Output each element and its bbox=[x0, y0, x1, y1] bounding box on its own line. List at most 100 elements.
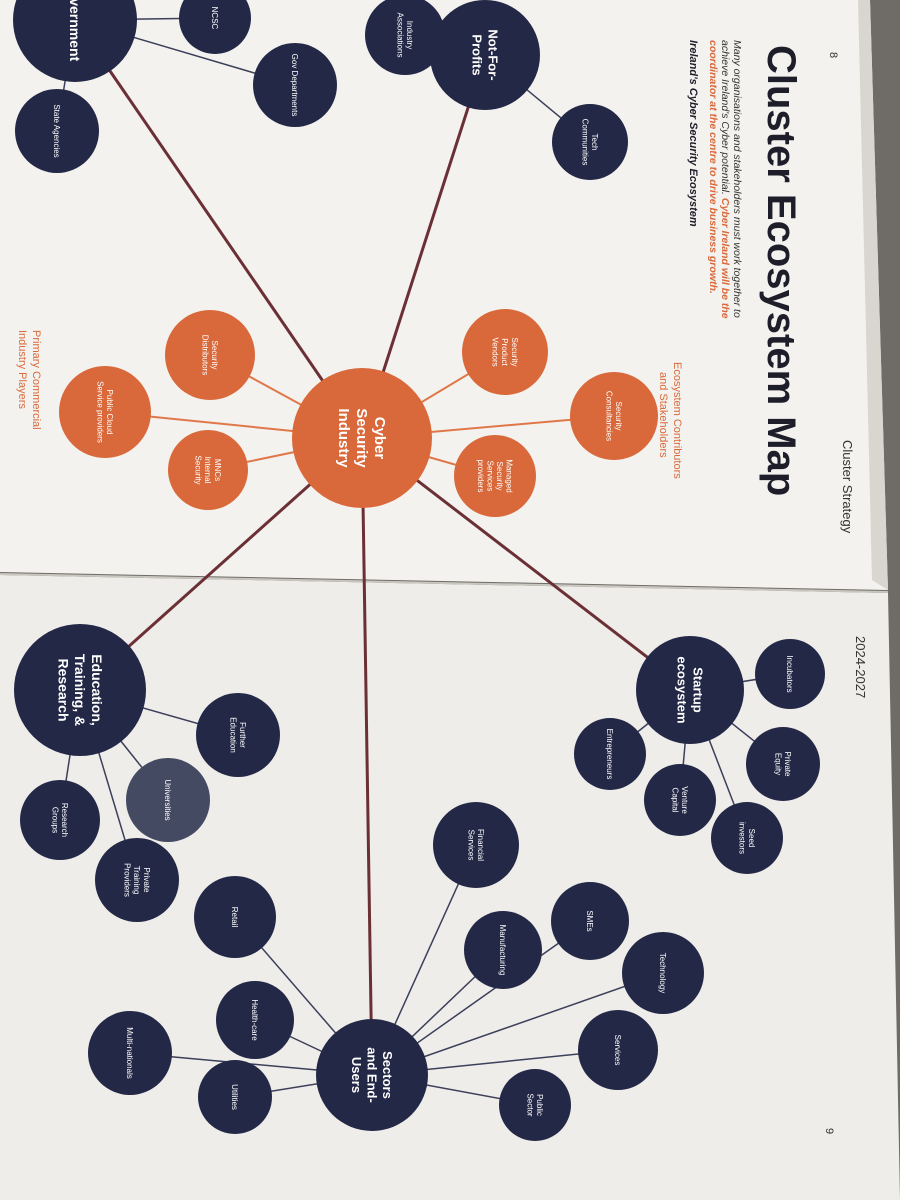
node-sectors: Sectorsand End-Users bbox=[316, 1019, 428, 1131]
node-label-public-cloud: Public CloudService providers bbox=[95, 381, 114, 443]
node-label-smes: SMEs bbox=[585, 910, 594, 931]
node-label-ncsc: NCSC bbox=[210, 7, 219, 30]
node-circle-multinationals bbox=[88, 1011, 172, 1095]
legend-players-1: Primary Commercial bbox=[30, 330, 42, 430]
page-number-right: 9 bbox=[823, 1128, 835, 1134]
node-label-retail: Retail bbox=[230, 907, 239, 928]
node-circle-seed-investors bbox=[711, 802, 783, 874]
node-label-universities: Universities bbox=[163, 779, 172, 820]
node-multinationals: Multi-nationals bbox=[88, 1011, 172, 1095]
intro-line-1: Many organisations and stakeholders must… bbox=[731, 40, 743, 318]
node-further-education: FurtherEducation bbox=[196, 693, 280, 777]
node-retail: Retail bbox=[194, 876, 276, 958]
node-label-further-education: FurtherEducation bbox=[228, 717, 247, 753]
node-government: Government bbox=[13, 0, 137, 82]
node-healthcare: Health-care bbox=[216, 981, 294, 1059]
spine bbox=[0, 573, 889, 593]
node-services: Services bbox=[578, 1010, 658, 1090]
node-circle-security-distributors bbox=[165, 310, 255, 400]
node-label-industry-associations: IndustryAssociations bbox=[395, 13, 414, 58]
page-edge bbox=[858, 0, 888, 590]
node-label-gov-departments: Gov Departments bbox=[290, 54, 299, 117]
node-label-research-groups: ResearchGroups bbox=[50, 803, 69, 837]
node-label-technology: Technology bbox=[658, 953, 667, 993]
node-circle-financial-services bbox=[433, 802, 519, 888]
node-circle-public-cloud bbox=[59, 366, 151, 458]
node-circle-gov-departments bbox=[253, 43, 337, 127]
node-private-equity: PrivateEquity bbox=[746, 727, 820, 801]
node-public-sector: PublicSector bbox=[499, 1069, 571, 1141]
node-label-incubators: Incubators bbox=[785, 655, 794, 692]
node-circle-startup bbox=[636, 636, 744, 744]
node-circle-mncs-internal bbox=[168, 430, 248, 510]
node-circle-services bbox=[578, 1010, 658, 1090]
page-number-left: 8 bbox=[827, 52, 839, 58]
node-label-seed-investors: Seedinvestors bbox=[737, 822, 756, 854]
node-label-managed-security: ManagedSecurityServicesproviders bbox=[476, 459, 514, 492]
node-circle-public-sector bbox=[499, 1069, 571, 1141]
node-label-private-equity: PrivateEquity bbox=[773, 752, 792, 777]
node-label-private-training: PrivateTrainingProviders bbox=[123, 863, 151, 897]
node-label-government: Government bbox=[67, 0, 83, 62]
node-label-services: Services bbox=[613, 1035, 622, 1066]
node-security-distributors: SecurityDistributors bbox=[165, 310, 255, 400]
node-circle-utilities bbox=[198, 1060, 272, 1134]
legend-contributors-1: Ecosystem Contributors bbox=[671, 362, 683, 479]
node-label-center: CyberSecurityIndustry bbox=[335, 408, 388, 468]
node-circle-further-education bbox=[196, 693, 280, 777]
node-circle-industry-associations bbox=[365, 0, 445, 75]
node-label-venture-capital: VentureCapital bbox=[670, 786, 689, 814]
node-label-not-for-profits: Not-For-Profits bbox=[470, 29, 501, 80]
node-circle-universities bbox=[126, 758, 210, 842]
node-not-for-profits: Not-For-Profits bbox=[430, 0, 540, 110]
node-incubators: Incubators bbox=[755, 639, 825, 709]
node-label-security-product-vendors: SecurityProductVendors bbox=[491, 337, 519, 366]
node-financial-services: FinancialServices bbox=[433, 802, 519, 888]
link-government bbox=[73, 19, 364, 439]
node-circle-tech-communities bbox=[552, 104, 628, 180]
legend-contributors-2: and Stakeholders bbox=[657, 372, 669, 458]
node-circle-government bbox=[13, 0, 137, 82]
node-ncsc: NCSC bbox=[179, 0, 251, 54]
node-circle-incubators bbox=[755, 639, 825, 709]
node-manufacturing: Manufacturing bbox=[464, 911, 542, 989]
node-circle-healthcare bbox=[216, 981, 294, 1059]
node-label-security-distributors: SecurityDistributors bbox=[200, 335, 219, 375]
node-education: Education,Training, &Research bbox=[14, 624, 146, 756]
node-circle-security-product-vendors bbox=[462, 309, 548, 395]
node-circle-venture-capital bbox=[644, 764, 716, 836]
legend-players-2: Industry Players bbox=[16, 330, 28, 409]
node-tech-communities: TechCommunities bbox=[552, 104, 628, 180]
node-label-sectors: Sectorsand End-Users bbox=[349, 1047, 395, 1103]
node-label-healthcare: Health-care bbox=[250, 999, 259, 1041]
node-gov-departments: Gov Departments bbox=[253, 43, 337, 127]
node-security-product-vendors: SecurityProductVendors bbox=[462, 309, 548, 395]
section-label: Cluster Strategy bbox=[840, 440, 855, 534]
page-title: Cluster Ecosystem Map bbox=[759, 45, 803, 496]
node-label-manufacturing: Manufacturing bbox=[498, 925, 507, 976]
node-private-training: PrivateTrainingProviders bbox=[95, 838, 179, 922]
node-circle-managed-security bbox=[454, 435, 536, 517]
node-circle-center bbox=[292, 368, 432, 508]
node-circle-sectors bbox=[316, 1019, 428, 1131]
legend: Ecosystem Contributors and Stakeholders … bbox=[16, 330, 683, 479]
node-label-utilities: Utilities bbox=[230, 1084, 239, 1110]
node-seed-investors: Seedinvestors bbox=[711, 802, 783, 874]
node-universities: Universities bbox=[126, 758, 210, 842]
node-startup: Startupecosystem bbox=[636, 636, 744, 744]
years-label: 2024-2027 bbox=[853, 636, 868, 698]
node-circle-private-equity bbox=[746, 727, 820, 801]
node-public-cloud: Public CloudService providers bbox=[59, 366, 151, 458]
page-header: 8 Cluster Strategy 2024-2027 9 Cluster E… bbox=[687, 40, 868, 1134]
node-label-state-agencies: State Agencies bbox=[52, 104, 61, 157]
node-circle-ncsc bbox=[179, 0, 251, 54]
intro-line-3: coordinator at the centre to drive busin… bbox=[707, 40, 719, 294]
node-circle-state-agencies bbox=[15, 89, 99, 173]
node-entrepreneurs: Entrepreneurs bbox=[574, 718, 646, 790]
node-circle-manufacturing bbox=[464, 911, 542, 989]
node-label-security-consultancies: SecurityConsultancies bbox=[604, 391, 623, 441]
diagram-subtitle: Ireland's Cyber Security Ecosystem bbox=[687, 40, 699, 227]
node-circle-retail bbox=[194, 876, 276, 958]
node-circle-smes bbox=[551, 882, 629, 960]
